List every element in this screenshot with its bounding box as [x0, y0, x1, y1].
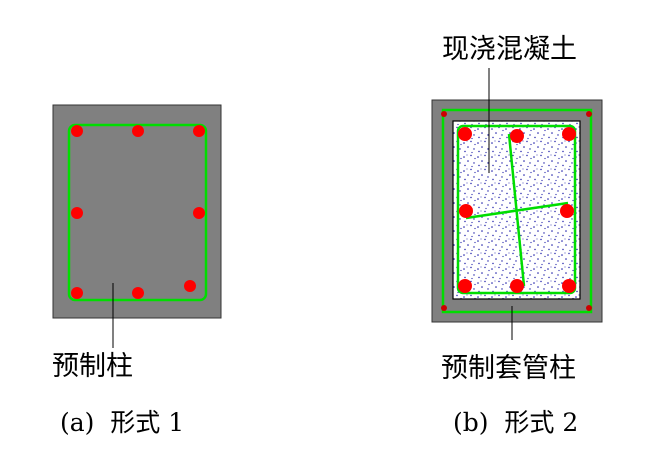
- rebar: [71, 287, 83, 299]
- rebar: [193, 207, 205, 219]
- rebar: [458, 127, 472, 141]
- figure-b: 现浇混凝土 预制套管柱 (b) 形式 2: [431, 34, 603, 437]
- caption-b: (b) 形式 2: [453, 408, 578, 437]
- rebar: [71, 207, 83, 219]
- rebar: [586, 305, 592, 311]
- precast-column-label: 预制柱: [52, 351, 133, 382]
- rebar: [560, 204, 574, 218]
- rebars-b: [458, 127, 576, 293]
- rebar: [562, 279, 576, 293]
- rebar: [562, 127, 576, 141]
- rebar: [193, 125, 205, 137]
- precast-sleeve-column-label: 预制套管柱: [441, 353, 576, 384]
- outer-stirrup: [441, 108, 593, 314]
- rebar: [132, 287, 144, 299]
- rebar: [510, 279, 524, 293]
- inner-stirrup: [456, 124, 577, 295]
- stirrup: [67, 123, 208, 302]
- rebar: [441, 305, 447, 311]
- rebar: [586, 111, 592, 117]
- crosstie: [507, 133, 526, 287]
- outer-rebars: [441, 111, 592, 311]
- rebar: [184, 280, 196, 292]
- rebar: [510, 129, 524, 143]
- figure-a: 预制柱 (a) 形式 1: [52, 104, 222, 437]
- rebar: [71, 125, 83, 137]
- rebar: [458, 279, 472, 293]
- rebar: [441, 111, 447, 117]
- rebars-a: [71, 125, 205, 299]
- cast-in-place-concrete-label: 现浇混凝土: [442, 34, 577, 65]
- rebar: [132, 125, 144, 137]
- rebar: [459, 204, 473, 218]
- caption-a: (a) 形式 1: [60, 408, 184, 437]
